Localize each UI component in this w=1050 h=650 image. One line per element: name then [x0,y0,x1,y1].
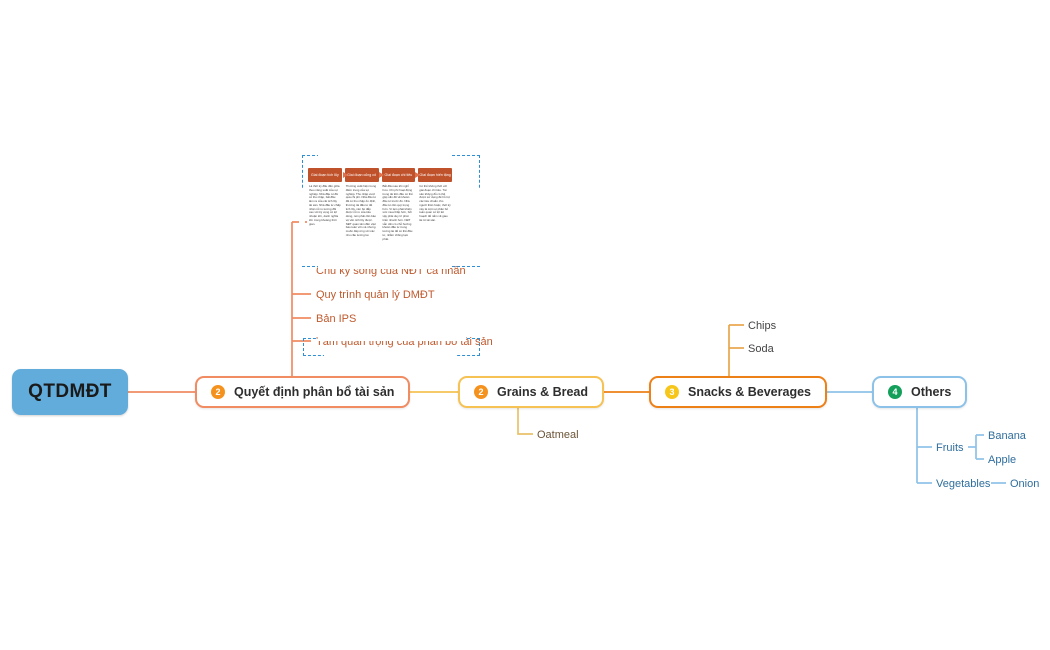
thumbnail-column-body: Là thời kỳ đầu đến giữa theo năng suất c… [309,184,341,226]
selection-mask [318,336,466,341]
main-node-label: Grains & Bread [497,385,589,399]
main-node-allocation[interactable]: 2 Quyết định phân bổ tài sản [195,376,411,408]
selection-mask [324,353,456,358]
thumbnail-column-header: Giai đoạn tích lũy [308,168,342,182]
leaf-label-apple[interactable]: Apple [988,454,1017,466]
selection-mask [299,188,305,266]
leaf-label-ips[interactable]: Bản IPS [316,313,357,325]
thumbnail-column-body: Có thể không thời với giai đoạn chi tiêu… [419,184,451,222]
badge-number-icon: 4 [888,385,902,399]
leaf-label-onion[interactable]: Onion [1010,478,1040,490]
main-node-label: Quyết định phân bổ tài sản [234,385,395,399]
thumbnail-column-header: Giai đoạn hiến tặng [418,168,452,182]
selection-mask [318,152,450,157]
thumbnail-column: Giai đoạn tích lũy Là thời kỳ đầu đến gi… [308,168,342,258]
thumbnail-column-body: Bắt đầu sau khi nghỉ hưu. Chi phí hoạt đ… [382,184,413,241]
leaf-label-importance[interactable]: Tầm quan trọng của phân bổ tài sản [316,336,493,348]
badge-number-icon: 2 [211,385,225,399]
thumbnail-column: Giai đoạn hiến tặng Có thể không thời vớ… [418,168,452,258]
selection-mask [477,188,483,266]
thumbnail-column-body: Thường xuất hiện trong điểm trung của sự… [345,184,377,237]
main-node-label: Snacks & Beverages [688,385,811,399]
leaf-label-vegetables[interactable]: Vegetables [936,478,991,490]
main-node-others[interactable]: 4 Others [872,376,968,408]
thumbnail-column: Giai đoạn củng cố Thường xuất hiện trong… [344,168,379,258]
leaf-label-management-process[interactable]: Quy trình quản lý DMĐT [316,289,435,301]
selection-outline-image[interactable] [302,155,480,267]
leaf-label-banana[interactable]: Banana [988,430,1026,442]
leaf-label-chips[interactable]: Chips [748,320,777,332]
leaf-label-fruits[interactable]: Fruits [936,442,964,454]
thumbnail-column-header: Giai đoạn chi tiêu [381,168,416,182]
thumbnail-column: Giai đoạn chi tiêu Bắt đầu sau khi nghỉ … [381,168,416,258]
badge-number-icon: 2 [474,385,488,399]
leaf-label-soda[interactable]: Soda [748,343,774,355]
attached-image-thumbnail[interactable]: Giai đoạn tích lũy Là thời kỳ đầu đến gi… [307,166,453,259]
main-node-snacks[interactable]: 3 Snacks & Beverages [649,376,827,408]
root-node[interactable]: QTDMĐT [12,369,128,415]
badge-number-icon: 3 [665,385,679,399]
leaf-label-oatmeal[interactable]: Oatmeal [537,429,579,441]
thumbnail-column-header: Giai đoạn củng cố [344,168,379,182]
main-node-label: Others [911,385,952,399]
main-node-grains[interactable]: 2 Grains & Bread [458,376,605,408]
root-node-label: QTDMĐT [28,381,112,402]
leaf-label-life-cycle[interactable]: Chu kỳ sống của NĐT cá nhân [316,265,466,277]
selection-mask [318,264,450,269]
